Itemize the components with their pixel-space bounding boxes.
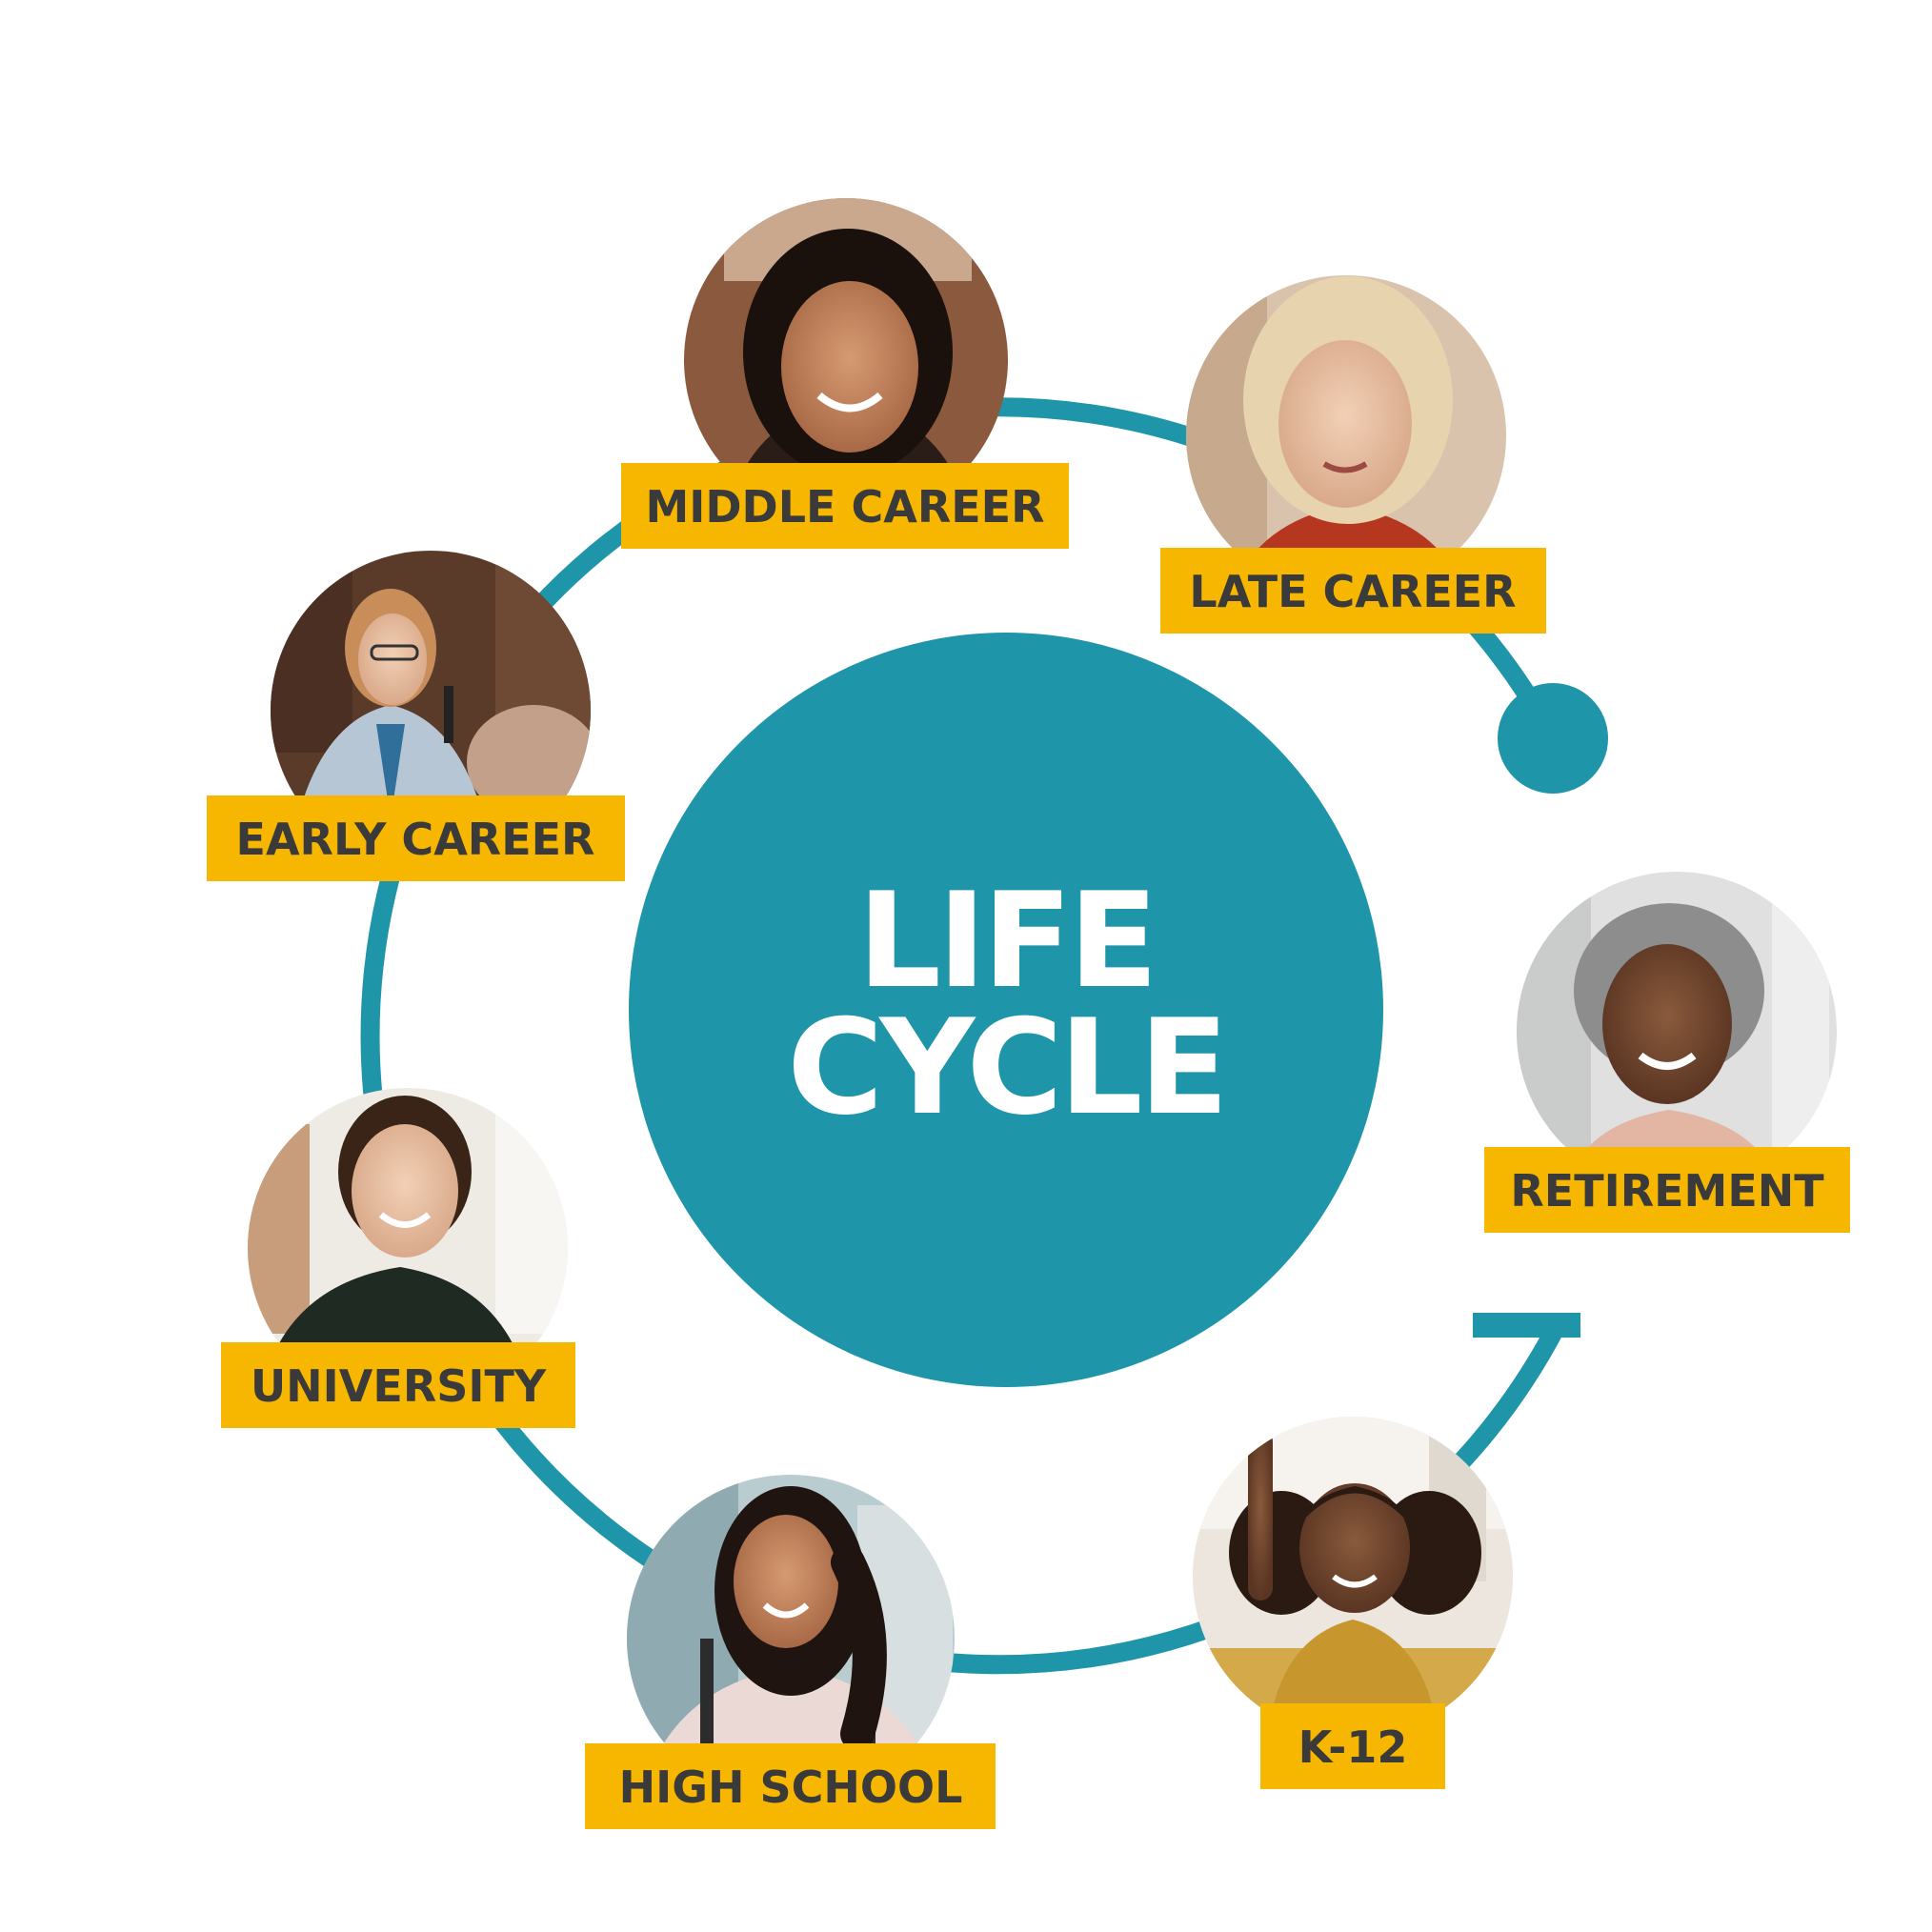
label-late-career: LATE CAREER xyxy=(1189,566,1516,617)
elderly-woman-gray-hair-photo-icon xyxy=(1517,872,1837,1192)
stage-retirement: RETIREMENT xyxy=(1484,872,1850,1233)
label-retirement: RETIREMENT xyxy=(1510,1165,1824,1217)
stage-high-school: HIGH SCHOOL xyxy=(585,1475,996,1829)
cycle-arc xyxy=(360,397,1566,1675)
center-title-line1: LIFE xyxy=(857,864,1155,1017)
label-bg-retirement xyxy=(1484,1147,1850,1233)
stage-early-career: EARLY CAREER xyxy=(207,551,625,881)
stage-middle-career: MIDDLE CAREER xyxy=(621,198,1069,549)
label-university: UNIVERSITY xyxy=(251,1360,547,1412)
label-bg-middle-career xyxy=(621,463,1069,549)
label-early-career: EARLY CAREER xyxy=(236,814,595,865)
stage-late-career: LATE CAREER xyxy=(1160,275,1546,634)
label-bg-high-school xyxy=(585,1743,996,1829)
child-raising-hand-photo-icon xyxy=(1193,1417,1513,1737)
label-bg-k12 xyxy=(1260,1703,1445,1789)
stage-k12: K-12 xyxy=(1193,1417,1513,1789)
center-circle xyxy=(629,633,1383,1387)
center-title-line2: CYCLE xyxy=(787,991,1225,1144)
label-bg-late-career xyxy=(1160,548,1546,634)
label-high-school: HIGH SCHOOL xyxy=(619,1761,963,1813)
cycle-end-dot xyxy=(1498,683,1608,794)
label-k12: K-12 xyxy=(1298,1721,1408,1773)
label-bg-university xyxy=(221,1342,575,1428)
label-bg-early-career xyxy=(207,795,625,881)
cycle-start-bar xyxy=(1473,1313,1580,1338)
stage-university: UNIVERSITY xyxy=(221,1088,575,1428)
label-middle-career: MIDDLE CAREER xyxy=(645,481,1044,533)
